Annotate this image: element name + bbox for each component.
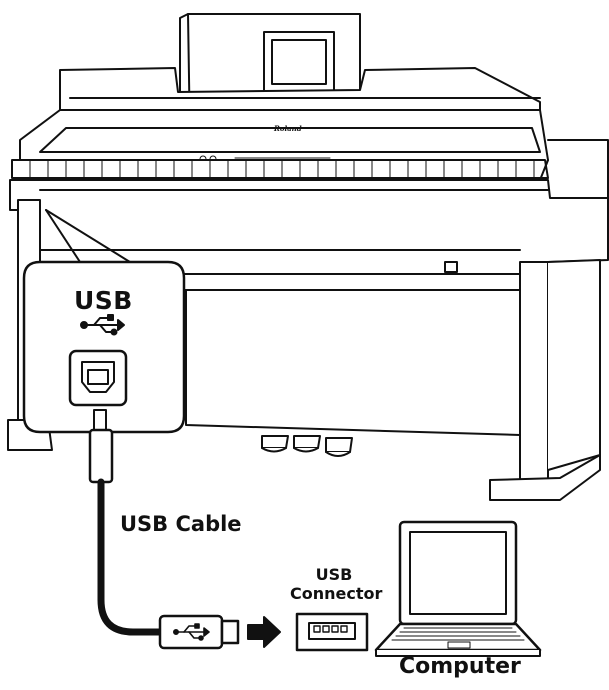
digital-piano <box>7 13 609 501</box>
usb-cable-label: USB Cable <box>120 512 242 536</box>
computer-label: Computer <box>399 654 521 679</box>
usb-a-plug-tip <box>220 619 240 645</box>
usb-icon <box>80 314 125 336</box>
usb-b-plug-tip <box>93 409 107 431</box>
laptop-computer <box>374 520 542 657</box>
usb-icon <box>173 623 210 641</box>
arrow-right-icon <box>247 616 281 648</box>
brand-logo: Roland <box>274 124 302 133</box>
usb-a-connector <box>295 612 369 652</box>
usb-b-port <box>68 349 128 407</box>
keyboard <box>11 159 549 179</box>
pedals <box>261 435 353 457</box>
piano-body <box>9 179 609 275</box>
right-leg <box>519 261 549 491</box>
usb-b-plug-body <box>88 428 114 484</box>
usb-port-callout <box>22 209 186 434</box>
usb-connector-label-line2: Connector <box>290 584 383 603</box>
laptop-screen <box>409 531 507 615</box>
usb-port-label: USB <box>74 286 133 315</box>
usb-cable <box>88 409 240 650</box>
usb-connector-label-line1: USB <box>315 565 353 584</box>
